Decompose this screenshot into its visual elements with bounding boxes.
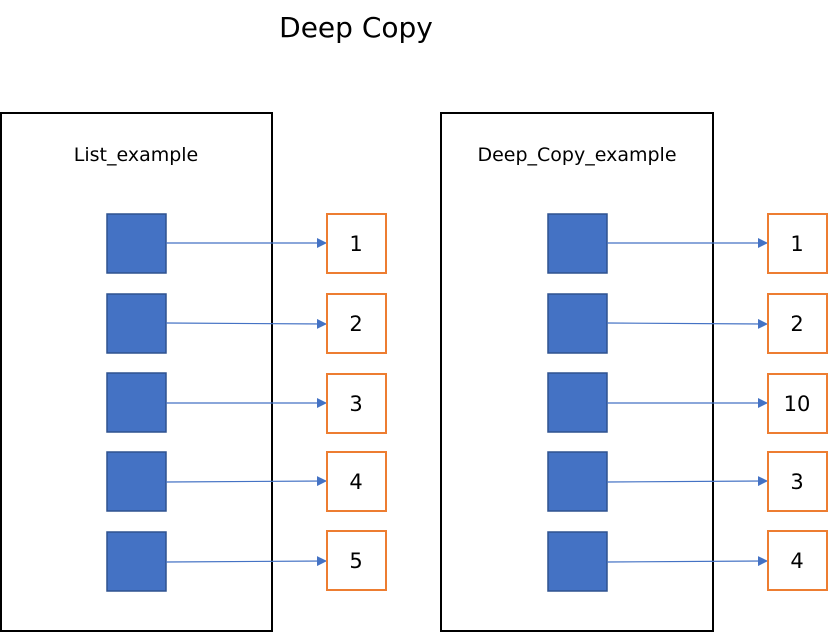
diagram-title: Deep Copy <box>279 11 433 44</box>
reference-arrow <box>606 476 768 487</box>
reference-row: 10 <box>547 372 828 434</box>
value-box <box>767 213 828 274</box>
value-text: 1 <box>349 232 362 256</box>
pointer-cell <box>106 293 167 354</box>
container-deep-copy-example: Deep_Copy_example <box>440 112 714 632</box>
reference-row: 2 <box>547 293 828 354</box>
value-text: 10 <box>784 392 811 416</box>
value-text: 3 <box>349 392 362 416</box>
value-box <box>326 373 387 434</box>
pointer-cell <box>106 531 167 592</box>
reference-arrow <box>606 556 768 567</box>
reference-row: 4 <box>547 530 828 592</box>
value-text: 2 <box>349 312 362 336</box>
value-box <box>326 451 387 512</box>
container-label: List_example <box>74 144 199 166</box>
pointer-cell <box>106 372 167 433</box>
pointer-cell <box>106 451 167 512</box>
value-box <box>326 530 387 591</box>
deep-copy-example-rows: 1 2 10 3 4 <box>547 213 828 592</box>
value-text: 4 <box>790 549 803 573</box>
value-box <box>326 293 387 354</box>
reference-row: 2 <box>106 293 387 354</box>
reference-row: 1 <box>547 213 828 274</box>
container-frame <box>0 112 273 632</box>
value-text: 3 <box>790 470 803 494</box>
reference-row: 3 <box>547 451 828 512</box>
pointer-cell <box>547 451 608 512</box>
container-label: Deep_Copy_example <box>477 144 676 166</box>
reference-row: 3 <box>106 372 387 434</box>
reference-row: 5 <box>106 530 387 592</box>
pointer-cell <box>106 213 167 274</box>
reference-arrow <box>165 318 327 329</box>
reference-row: 4 <box>106 451 387 512</box>
value-box <box>767 530 828 591</box>
value-text: 1 <box>790 232 803 256</box>
container-list-example: List_example <box>0 112 273 632</box>
reference-arrow <box>165 476 327 487</box>
value-text: 4 <box>349 470 362 494</box>
value-box <box>767 451 828 512</box>
pointer-cell <box>547 293 608 354</box>
value-box <box>767 373 828 434</box>
pointer-cell <box>547 531 608 592</box>
list-example-rows: 1 2 3 4 5 <box>106 213 387 592</box>
value-box <box>326 213 387 274</box>
value-text: 5 <box>349 549 362 573</box>
pointer-cell <box>547 372 608 433</box>
container-frame <box>440 112 714 632</box>
reference-arrow <box>165 556 327 567</box>
pointer-cell <box>547 213 608 274</box>
reference-arrow <box>606 318 768 329</box>
value-text: 2 <box>790 312 803 336</box>
reference-row: 1 <box>106 213 387 274</box>
value-box <box>767 293 828 354</box>
